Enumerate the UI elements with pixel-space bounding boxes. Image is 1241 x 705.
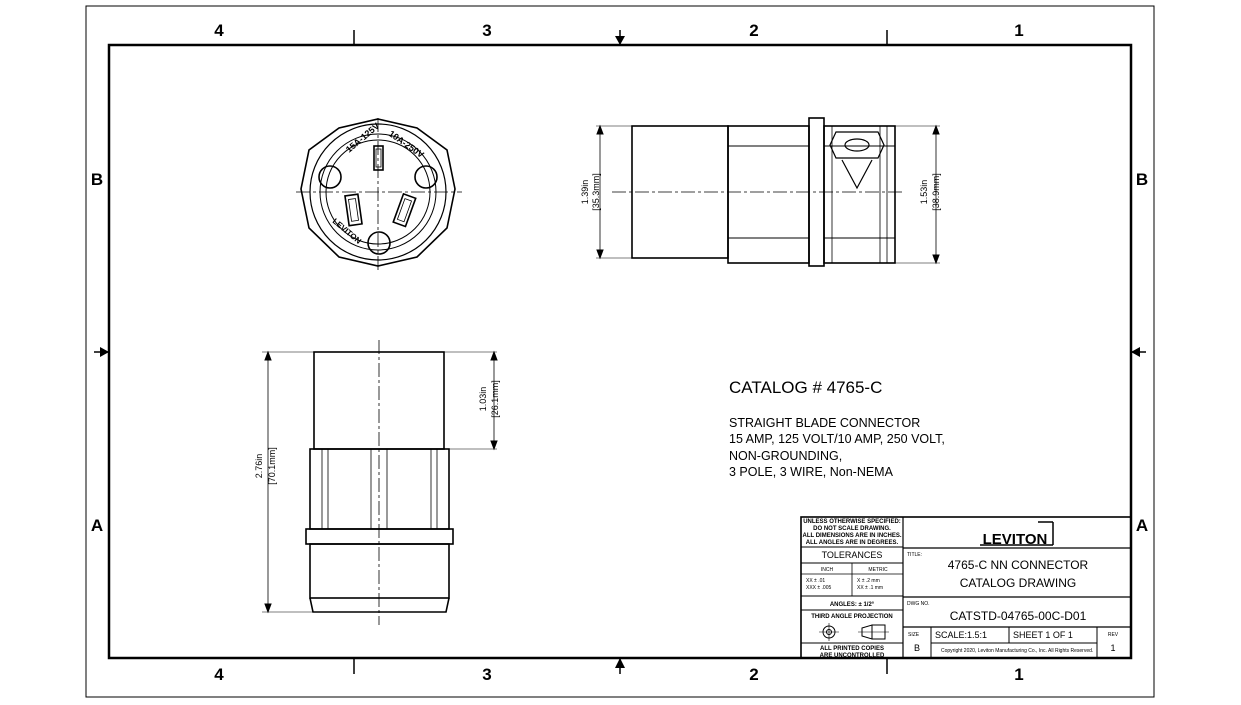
tb-metric-label: METRIC bbox=[868, 567, 888, 573]
dim-front-diameter-in: 1.39in bbox=[580, 180, 590, 205]
zone-row-b-left: B bbox=[91, 170, 103, 189]
zone-col-2-top: 2 bbox=[749, 21, 758, 40]
tb-inch-label: INCH bbox=[821, 567, 834, 573]
dim-front-diameter-mm: [35.3mm] bbox=[591, 173, 601, 211]
zone-row-a-right: A bbox=[1136, 516, 1148, 535]
tb-tolerances: TOLERANCES bbox=[822, 550, 883, 560]
dim-rear-diameter-in: 1.53in bbox=[919, 180, 929, 205]
zone-row-a-left: A bbox=[91, 516, 103, 535]
tb-scale: SCALE:1.5:1 bbox=[935, 630, 987, 640]
tb-title-line-1: 4765-C NN CONNECTOR bbox=[948, 558, 1089, 572]
tb-sheet: SHEET 1 OF 1 bbox=[1013, 630, 1073, 640]
tb-note-1: UNLESS OTHERWISE SPECIFIED: bbox=[803, 519, 901, 525]
tb-rev-value: 1 bbox=[1110, 643, 1115, 653]
dim-rear-diameter-mm: [38.9mm] bbox=[931, 173, 941, 211]
catalog-line-3: NON-GROUNDING, bbox=[729, 449, 842, 463]
zone-col-1-bottom: 1 bbox=[1014, 665, 1023, 684]
tb-note-4: ALL ANGLES ARE IN DEGREES. bbox=[806, 540, 899, 546]
tb-copies-2: ARE UNCONTROLLED bbox=[820, 653, 885, 659]
tb-inch-2: XXX ± .005 bbox=[806, 585, 831, 591]
title-block bbox=[800, 516, 1132, 659]
tb-dwg-label: DWG NO. bbox=[907, 601, 930, 607]
tb-size-value: B bbox=[914, 643, 920, 653]
outer-border bbox=[85, 5, 1155, 698]
tb-title-label: TITLE: bbox=[907, 552, 922, 558]
tb-dwg-number: CATSTD-04765-00C-D01 bbox=[950, 609, 1087, 623]
zone-col-4-bottom: 4 bbox=[214, 665, 224, 684]
dim-upper-in: 1.03in bbox=[478, 387, 488, 412]
catalog-line-1: STRAIGHT BLADE CONNECTOR bbox=[729, 416, 920, 430]
catalog-number: CATALOG # 4765-C bbox=[729, 378, 882, 397]
tb-rev-label: REV bbox=[1108, 632, 1119, 638]
tb-inch-1: XX ± .01 bbox=[806, 578, 825, 584]
tb-title-line-2: CATALOG DRAWING bbox=[960, 576, 1076, 590]
zone-col-3-bottom: 3 bbox=[482, 665, 491, 684]
side-view bbox=[596, 117, 940, 267]
tb-size-label: SIZE bbox=[908, 632, 920, 638]
tb-note-2: DO NOT SCALE DRAWING. bbox=[813, 526, 891, 532]
tb-angles: ANGLES: ± 1/2° bbox=[830, 602, 875, 608]
catalog-line-2: 15 AMP, 125 VOLT/10 AMP, 250 VOLT, bbox=[729, 432, 945, 446]
catalog-line-4: 3 POLE, 3 WIRE, Non-NEMA bbox=[729, 465, 894, 479]
dim-upper-mm: [26.1mm] bbox=[490, 380, 500, 418]
zone-col-2-bottom: 2 bbox=[749, 665, 758, 684]
face-label-right: 10A-250V bbox=[387, 128, 426, 159]
tb-copies-1: ALL PRINTED COPIES bbox=[820, 646, 884, 652]
tb-note-3: ALL DIMENSIONS ARE IN INCHES. bbox=[802, 533, 901, 539]
dim-length-in: 2.76in bbox=[254, 454, 264, 479]
front-face-view bbox=[296, 118, 462, 272]
tb-metric-2: XX ± .1 mm bbox=[857, 585, 883, 591]
bottom-view bbox=[262, 340, 498, 625]
zone-col-3-top: 3 bbox=[482, 21, 491, 40]
tb-projection: THIRD ANGLE PROJECTION bbox=[811, 614, 892, 620]
zone-row-b-right: B bbox=[1136, 170, 1148, 189]
leviton-logo: LEVITON bbox=[983, 531, 1048, 548]
zone-col-1-top: 1 bbox=[1014, 21, 1023, 40]
tb-metric-1: X ± .2 mm bbox=[857, 578, 880, 584]
dim-length-mm: [70.1mm] bbox=[267, 447, 277, 485]
zone-col-4-top: 4 bbox=[214, 21, 224, 40]
tb-copyright: Copyright 2020, Leviton Manufacturing Co… bbox=[941, 648, 1093, 654]
